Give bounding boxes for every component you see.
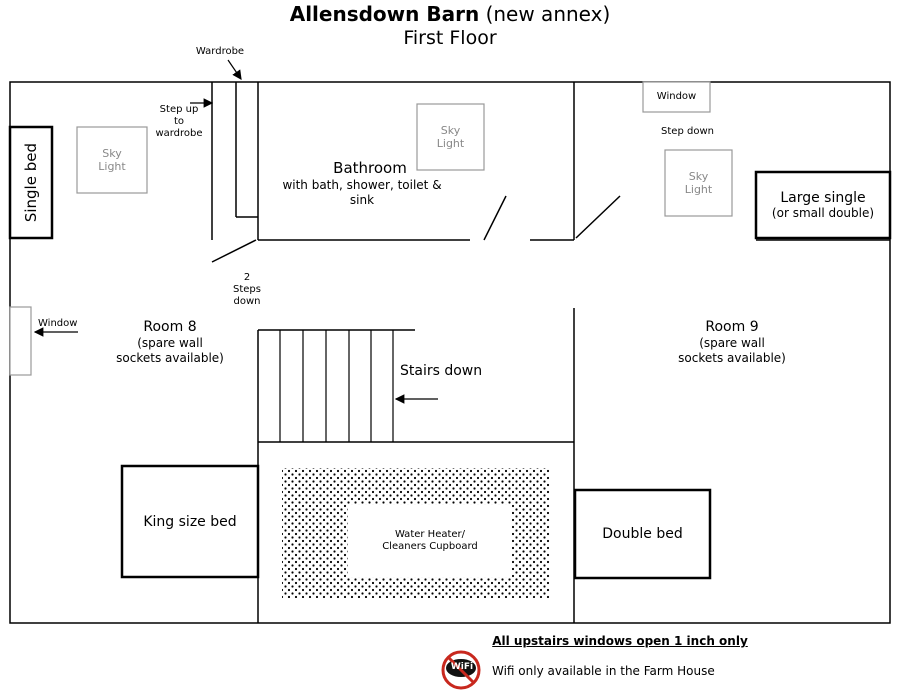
plan-subtitle: First Floor: [403, 27, 497, 49]
king-size-bed-label: King size bed: [143, 513, 237, 530]
room9-title: Room 9: [705, 319, 759, 335]
windows-notice: All upstairs windows open 1 inch only: [492, 634, 748, 648]
sky-light-label: Sky Light: [684, 170, 713, 196]
plan-title: Allensdown Barn (new annex): [0, 2, 900, 26]
window-top-label: Window: [656, 91, 697, 102]
large-single-label: Large single (or small double): [756, 172, 890, 238]
wardrobe-door: [211, 239, 257, 263]
single-bed-label: Single bed: [22, 142, 40, 223]
large-single-label-main: Large single: [780, 190, 866, 206]
single-bed-label-wrap: Single bed: [10, 127, 52, 238]
two-steps-label: 2 Steps down: [233, 272, 261, 307]
arrow-wardrobe: [227, 59, 242, 80]
sky-light-label: Sky Light: [436, 124, 465, 150]
window-left-label: Window: [38, 318, 78, 329]
room8-desc: (spare wall sockets available): [116, 336, 224, 365]
sky-light-label: Sky Light: [98, 147, 126, 173]
single-bed: [8, 125, 54, 240]
window-left: [9, 306, 32, 376]
sky-light-room8: [76, 126, 148, 194]
water-heater-label: Water Heater/ Cleaners Cupboard: [382, 529, 478, 552]
bathroom-title: Bathroom: [333, 159, 407, 177]
bathroom-desc: with bath, shower, toilet & sink: [282, 178, 442, 207]
large-single-bed: [754, 170, 892, 240]
stairs-down-label: Stairs down: [400, 363, 483, 379]
water-heater-cupboard: [348, 505, 512, 577]
double-bed-label: Double bed: [602, 526, 683, 542]
no-wifi-icon: [441, 650, 481, 690]
step-down-label: Step down: [661, 126, 714, 137]
wifi-icon-text: WiFi: [450, 662, 474, 672]
room9-desc: (spare wall sockets available): [678, 336, 786, 365]
double-bed: [573, 488, 712, 580]
wifi-note: Wifi only available in the Farm House: [492, 664, 715, 678]
title-suffix: (new annex): [485, 2, 611, 26]
step-up-label: Step up to wardrobe: [155, 104, 203, 139]
room9-door: [575, 195, 621, 239]
room8-title: Room 8: [143, 319, 197, 335]
king-size-bed: [120, 464, 260, 579]
sky-light-bathroom: [416, 103, 485, 171]
window-top: [642, 81, 711, 113]
title-main: Allensdown Barn: [289, 2, 480, 26]
sky-light-room9: [664, 149, 733, 217]
large-single-label-sub: (or small double): [771, 206, 875, 220]
bathroom-door: [483, 195, 507, 241]
wardrobe-label: Wardrobe: [195, 46, 245, 57]
